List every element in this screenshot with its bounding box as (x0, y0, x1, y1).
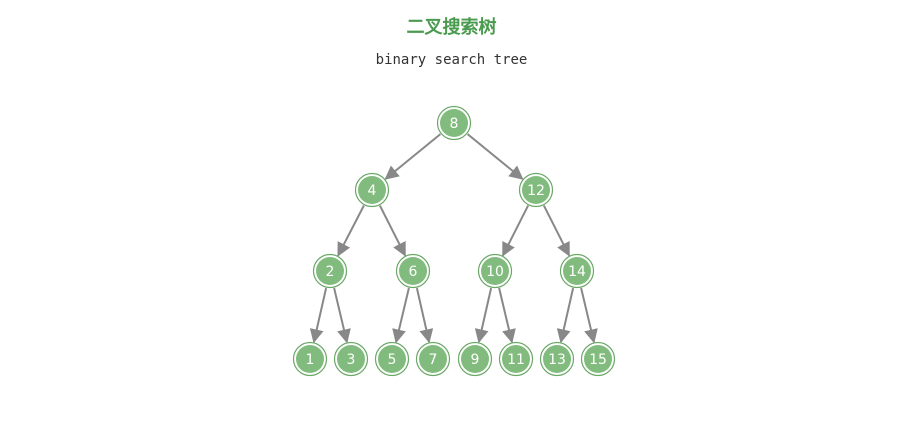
tree-node-15: 15 (580, 341, 616, 377)
node-circle (440, 109, 468, 137)
node-label: 9 (471, 352, 480, 368)
node-circle (563, 257, 591, 285)
edge-n12-n10 (502, 205, 529, 257)
node-circle (584, 345, 612, 373)
node-circle (461, 345, 489, 373)
tree-node-13: 13 (539, 341, 575, 377)
node-circle (543, 345, 571, 373)
tree-node-1: 1 (292, 341, 328, 377)
tree-node-3: 3 (333, 341, 369, 377)
node-circle (316, 257, 344, 285)
diagram-title: 二叉搜索树 (406, 17, 497, 38)
edge-n6-n5 (392, 287, 410, 344)
edge-n8-n12 (466, 133, 524, 180)
tree-node-9: 9 (457, 341, 493, 377)
edge-n4-n2 (337, 205, 365, 257)
node-circle (502, 345, 530, 373)
tree-node-5: 5 (374, 341, 410, 377)
node-label: 15 (589, 352, 607, 368)
edge-n2-n1 (309, 287, 328, 344)
tree-node-4: 4 (354, 172, 390, 208)
node-label: 10 (486, 264, 504, 280)
node-label: 5 (388, 352, 397, 368)
node-label: 6 (409, 264, 418, 280)
edge-n10-n11 (498, 287, 516, 344)
node-label: 12 (527, 183, 545, 199)
node-circle (481, 257, 509, 285)
node-label: 1 (306, 352, 315, 368)
node-circle (358, 176, 386, 204)
edge-n4-n6 (379, 205, 406, 257)
tree-edges (309, 133, 598, 344)
tree-node-8: 8 (436, 105, 472, 141)
tree-node-14: 14 (559, 253, 595, 289)
node-circle (337, 345, 365, 373)
node-label: 11 (507, 352, 525, 368)
tree-node-7: 7 (415, 341, 451, 377)
tree-node-2: 2 (312, 253, 348, 289)
node-circle (399, 257, 427, 285)
tree-node-10: 10 (477, 253, 513, 289)
edge-n12-n14 (543, 205, 570, 257)
node-label: 7 (429, 352, 438, 368)
edge-n14-n15 (580, 287, 598, 344)
node-circle (522, 176, 550, 204)
edge-n14-n13 (556, 287, 575, 344)
node-label: 3 (347, 352, 356, 368)
node-label: 2 (326, 264, 335, 280)
edge-n8-n4 (384, 133, 442, 180)
edge-n2-n3 (333, 287, 351, 344)
node-label: 13 (548, 352, 566, 368)
node-circle (378, 345, 406, 373)
node-circle (419, 345, 447, 373)
tree-node-6: 6 (395, 253, 431, 289)
node-label: 14 (568, 264, 586, 280)
edge-n10-n9 (474, 287, 493, 344)
node-circle (296, 345, 324, 373)
diagram-subtitle: binary search tree (375, 52, 528, 68)
edge-n6-n7 (415, 287, 434, 344)
tree-node-11: 11 (498, 341, 534, 377)
node-label: 8 (450, 116, 459, 132)
node-label: 4 (368, 183, 377, 199)
tree-node-12: 12 (518, 172, 554, 208)
